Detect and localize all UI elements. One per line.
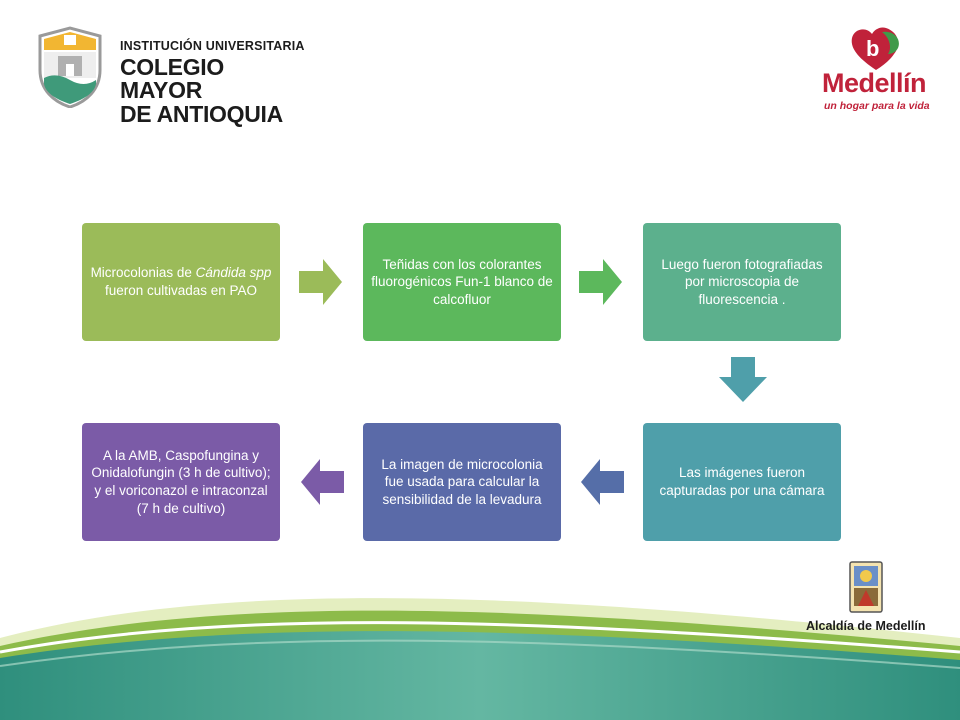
institution-line2: COLEGIO MAYOR (120, 53, 224, 103)
arrow-right-icon (299, 259, 342, 305)
flow-step-6: A la AMB, Caspofungina y Onidalofungin (… (82, 423, 280, 541)
alcaldia-name: Alcaldía de Medellín (806, 619, 926, 633)
flow-step-3: Luego fueron fotografiadas por microscop… (643, 223, 841, 341)
flow-step-6-text: A la AMB, Caspofungina y Onidalofungin (… (91, 447, 271, 516)
medellin-logo: b Medellín un hogar para la vida (818, 26, 938, 116)
institution-name: INSTITUCIÓN UNIVERSITARIA COLEGIO MAYOR … (120, 40, 306, 127)
institution-line1: INSTITUCIÓN UNIVERSITARIA (120, 39, 305, 53)
bottom-wave-decoration (0, 598, 960, 720)
flow-step-5: La imagen de microcolonia fue usada para… (363, 423, 561, 541)
flow-step-2-text: Teñidas con los colorantes fluorogénicos… (371, 256, 553, 307)
flow-step-5-text: La imagen de microcolonia fue usada para… (381, 456, 543, 507)
arrow-left-icon (301, 459, 344, 505)
flow-step-4-text: Las imágenes fueron capturadas por una c… (659, 465, 825, 498)
flow-step-1-text: Microcolonias de Cándida spp fueron cult… (90, 265, 272, 298)
arrow-left-icon (581, 459, 624, 505)
flow-step-3-text: Luego fueron fotografiadas por microscop… (661, 256, 823, 307)
arrow-right-icon (579, 259, 622, 305)
flow-step-1: Microcolonias de Cándida spp fueron cult… (82, 223, 280, 341)
arrow-down-icon (719, 357, 767, 402)
institution-line3: DE ANTIOQUIA (120, 100, 283, 127)
coat-of-arms-icon (849, 561, 883, 613)
flow-step-2: Teñidas con los colorantes fluorogénicos… (363, 223, 561, 341)
institution-logo: INSTITUCIÓN UNIVERSITARIA COLEGIO MAYOR … (36, 26, 306, 125)
flow-step-4: Las imágenes fueron capturadas por una c… (643, 423, 841, 541)
medellin-heart-icon: b (851, 27, 899, 71)
institution-shield-icon (38, 26, 102, 108)
svg-text:b: b (866, 36, 879, 61)
medellin-slogan: un hogar para la vida (824, 100, 930, 112)
alcaldia-logo: Alcaldía de Medellín (796, 560, 946, 636)
medellin-name: Medellín (822, 68, 927, 98)
